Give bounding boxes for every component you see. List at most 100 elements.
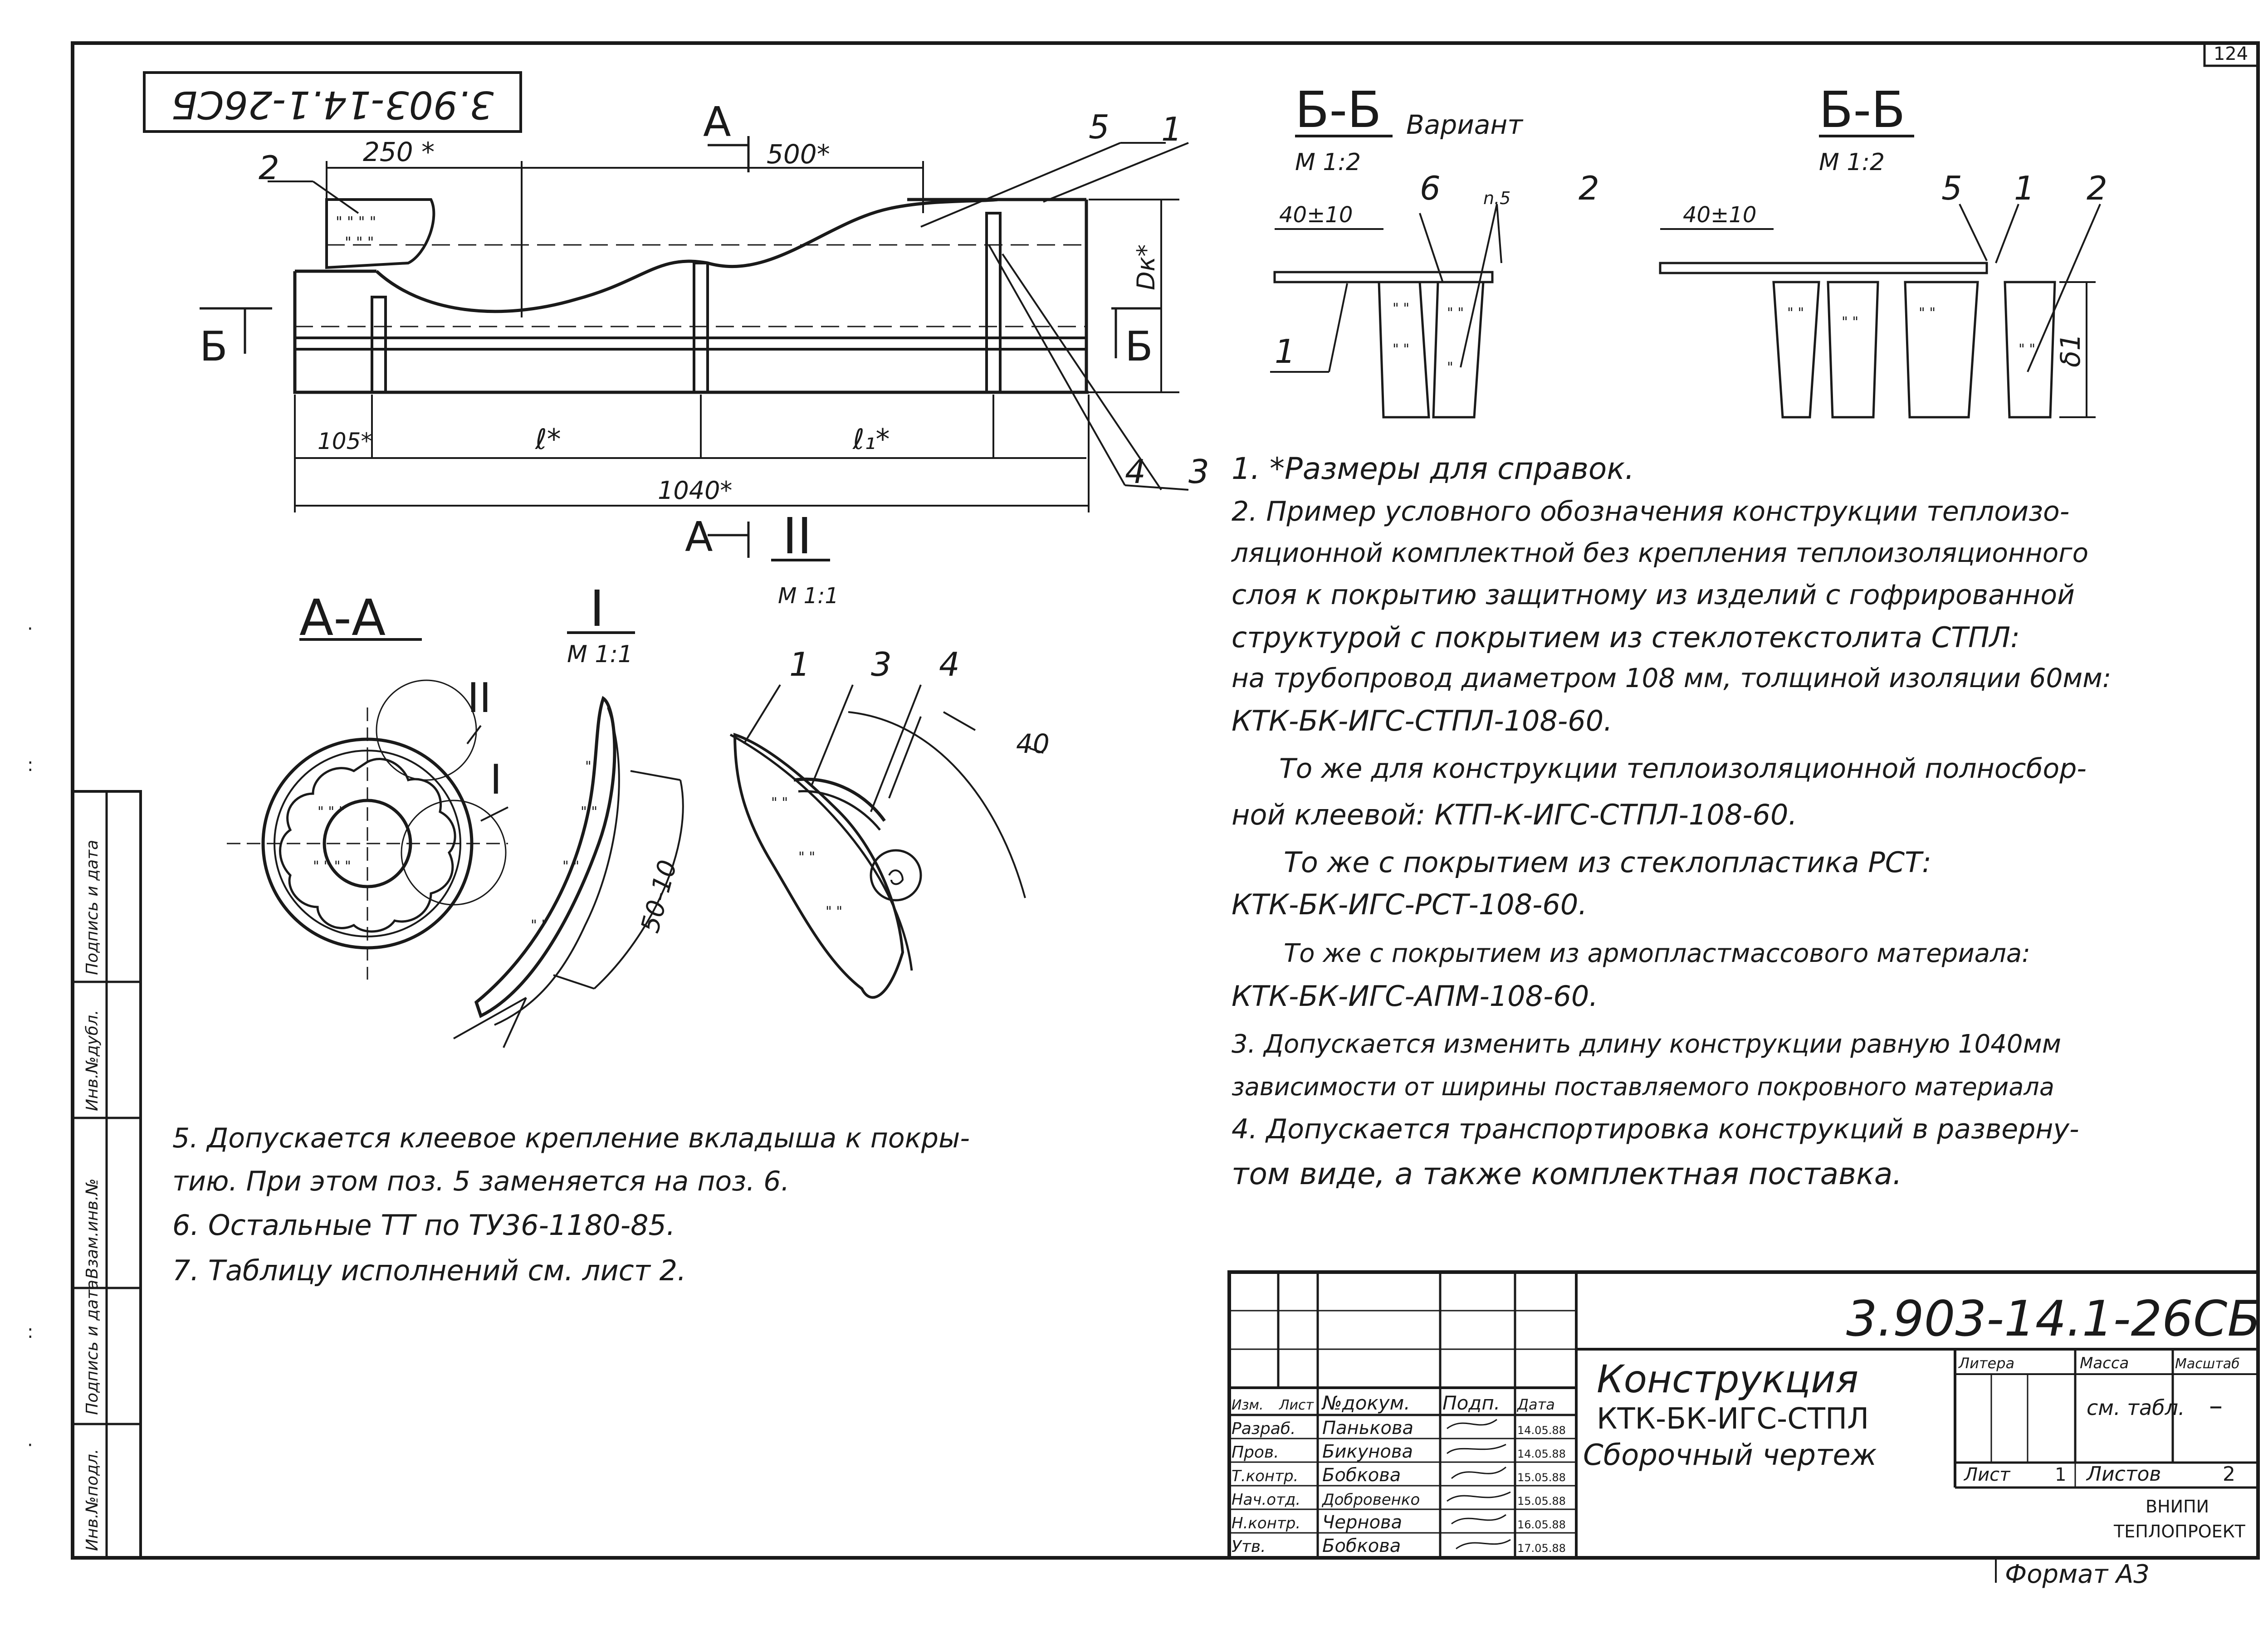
- dim-250: 250 *: [363, 137, 435, 167]
- detail-II: II М 1:1 1 3 4 40 " " " " " ": [729, 507, 1050, 999]
- note-left-7: 7. Таблицу исполнений см. лист 2.: [172, 1254, 686, 1287]
- note-right-6: на трубопровод диаметром 108 мм, толщино…: [1232, 663, 2112, 693]
- side-strip: Инв.№подл. Подпись и дата Взам.инв.№ Инв…: [71, 790, 142, 1559]
- detail-II-leader-4: 4: [939, 645, 960, 683]
- bb-dim-delta: δ1: [2055, 333, 2087, 367]
- aa-mark-I: I: [490, 756, 502, 804]
- tb-scale-value: –: [2209, 1390, 2223, 1422]
- bb-variant-note: Вариант: [1406, 109, 1524, 140]
- main-leader-1: 1: [1161, 110, 1182, 148]
- bb-variant-leader-2: 2: [1579, 169, 1599, 207]
- svg-text::: :: [27, 1322, 33, 1342]
- bb-variant-dim: 40±10: [1279, 202, 1353, 228]
- section-mark-a-top: А: [703, 98, 731, 146]
- svg-text:" ": " ": [1919, 305, 1936, 321]
- note-left-6: 6. Остальные ТТ по ТУ36-1180-85.: [172, 1209, 675, 1242]
- note-right-8: То же для конструкции теплоизоляционной …: [1279, 753, 2087, 785]
- dim-l1: ℓ₁*: [852, 423, 890, 456]
- side-strip-vzam-inv: Взам.инв.№: [83, 1178, 102, 1279]
- svg-text:": ": [1447, 360, 1453, 376]
- tb-col-doc: №докум.: [1321, 1392, 1410, 1414]
- tb-row-5-date: 16.05.88: [1517, 1518, 1566, 1531]
- svg-text:" ": " ": [1842, 314, 1858, 330]
- note-right-3: ляционной комплектной без крепления тепл…: [1232, 537, 2089, 568]
- note-left-5: 5. Допускается клеевое крепление вкладыш…: [172, 1122, 970, 1154]
- detail-II-leader-1: 1: [789, 645, 810, 683]
- tb-row-3-name: Бобкова: [1322, 1465, 1401, 1486]
- tb-sheets-label: Листов: [2086, 1463, 2161, 1486]
- bb-title: Б-Б: [1819, 81, 1906, 139]
- tb-row-4-role: Нач.отд.: [1232, 1491, 1300, 1509]
- main-leader-5: 5: [1089, 108, 1110, 146]
- tb-row-6-date: 17.05.88: [1517, 1542, 1566, 1555]
- detail-I-scale: М 1:1: [567, 641, 633, 668]
- svg-text:": ": [585, 759, 591, 775]
- svg-text:" " ": " " ": [318, 804, 345, 820]
- note-right-10: То же с покрытием из стеклопластика РСТ:: [1284, 846, 1931, 879]
- dim-500: 500*: [767, 139, 830, 170]
- tb-col-date: Дата: [1516, 1396, 1555, 1413]
- svg-text:" ": " ": [1393, 341, 1409, 357]
- note-right-16: 4. Допускается транспортировка конструкц…: [1232, 1113, 2079, 1145]
- tb-org-2: ТЕПЛОПРОЕКТ: [2113, 1522, 2246, 1541]
- main-view: " " " " " " ": [200, 98, 1209, 561]
- section-mark-b-left: Б: [200, 323, 228, 371]
- svg-text:" ": " ": [1787, 305, 1804, 321]
- bb-leader-2: 2: [2087, 169, 2107, 207]
- main-leader-3: 3: [1188, 453, 1209, 491]
- svg-text:" " " ": " " " ": [313, 858, 351, 874]
- bb-variant-n5: n.5: [1483, 188, 1510, 208]
- tb-col-sign: Подп.: [1442, 1392, 1500, 1414]
- note-right-14: 3. Допускается изменить длину конструкци…: [1232, 1029, 2061, 1059]
- tb-row-5-name: Чернова: [1322, 1512, 1402, 1533]
- dim-1040: 1040*: [658, 476, 732, 505]
- tb-row-5-role: Н.контр.: [1232, 1514, 1300, 1532]
- detail-I-dim: 50-10: [635, 857, 683, 936]
- note-right-4: слоя к покрытию защитному из изделий с г…: [1232, 579, 2075, 611]
- dim-l: ℓ*: [535, 423, 561, 456]
- side-strip-sign-date-2: Подпись и дата: [83, 840, 102, 975]
- tb-scale-label: Масштаб: [2175, 1356, 2240, 1372]
- tb-mass-value: см. табл.: [2087, 1395, 2185, 1420]
- note-right-12: То же с покрытием из армопластмассового …: [1284, 939, 2031, 968]
- note-right-11: КТК-БК-ИГС-РСТ-108-60.: [1232, 888, 1588, 921]
- tb-row-4-name: Добровенко: [1321, 1491, 1420, 1509]
- detail-I-title: I: [590, 580, 604, 638]
- tb-row-2-name: Бикунова: [1322, 1441, 1413, 1462]
- page-number: 124: [2214, 44, 2248, 64]
- svg-text:" " ": " " ": [345, 234, 374, 251]
- tb-row-1-date: 14.05.88: [1517, 1424, 1566, 1437]
- detail-II-title: II: [782, 507, 812, 565]
- note-right-1: 1. *Размеры для справок.: [1232, 451, 1635, 486]
- tb-col-izm: Изм.: [1232, 1397, 1264, 1413]
- tb-sheet-value: 1: [2055, 1464, 2066, 1485]
- svg-text:·: ·: [27, 619, 33, 639]
- aa-mark-II: II: [467, 674, 491, 722]
- section-mark-b-right: Б: [1125, 323, 1153, 371]
- svg-text:" ": " ": [826, 904, 842, 920]
- svg-text:" ": " ": [2019, 341, 2035, 357]
- note-right-13: КТК-БК-ИГС-АПМ-108-60.: [1232, 980, 1598, 1013]
- tb-row-3-date: 15.05.88: [1517, 1471, 1566, 1484]
- tb-org-1: ВНИПИ: [2146, 1497, 2209, 1517]
- page-number-box: [2203, 42, 2259, 67]
- detail-II-scale: М 1:1: [778, 583, 839, 609]
- tb-litera-label: Литера: [1958, 1355, 2014, 1372]
- side-strip-inv-podl: Инв.№подл.: [83, 1449, 102, 1551]
- aa-title: А-А: [299, 589, 386, 647]
- note-right-15: зависимости от ширины поставляемого покр…: [1232, 1073, 2054, 1101]
- svg-text:" ": " ": [581, 804, 597, 820]
- tb-row-1-role: Разраб.: [1232, 1419, 1295, 1438]
- dim-105: 105*: [318, 428, 372, 454]
- note-right-5: структурой с покрытием из стеклотекстоли…: [1232, 621, 2020, 654]
- tb-row-4-date: 15.05.88: [1517, 1495, 1566, 1507]
- svg-text:" ": " ": [771, 795, 788, 811]
- section-bb: Б-Б М 1:2 40±10 " " " " " " " " 5 1 2 δ1: [1659, 81, 2107, 419]
- stamp-code-box: 3.903-14.1-26СБ: [143, 71, 522, 133]
- side-strip-sign-date-1: Подпись и дата: [83, 1280, 102, 1415]
- note-right-7: КТК-БК-ИГС-СТПЛ-108-60.: [1232, 704, 1613, 737]
- section-aa: А-А II I " " " " " " ": [227, 589, 508, 980]
- bb-leader-5: 5: [1941, 169, 1962, 207]
- svg-text:" ": " ": [798, 849, 815, 865]
